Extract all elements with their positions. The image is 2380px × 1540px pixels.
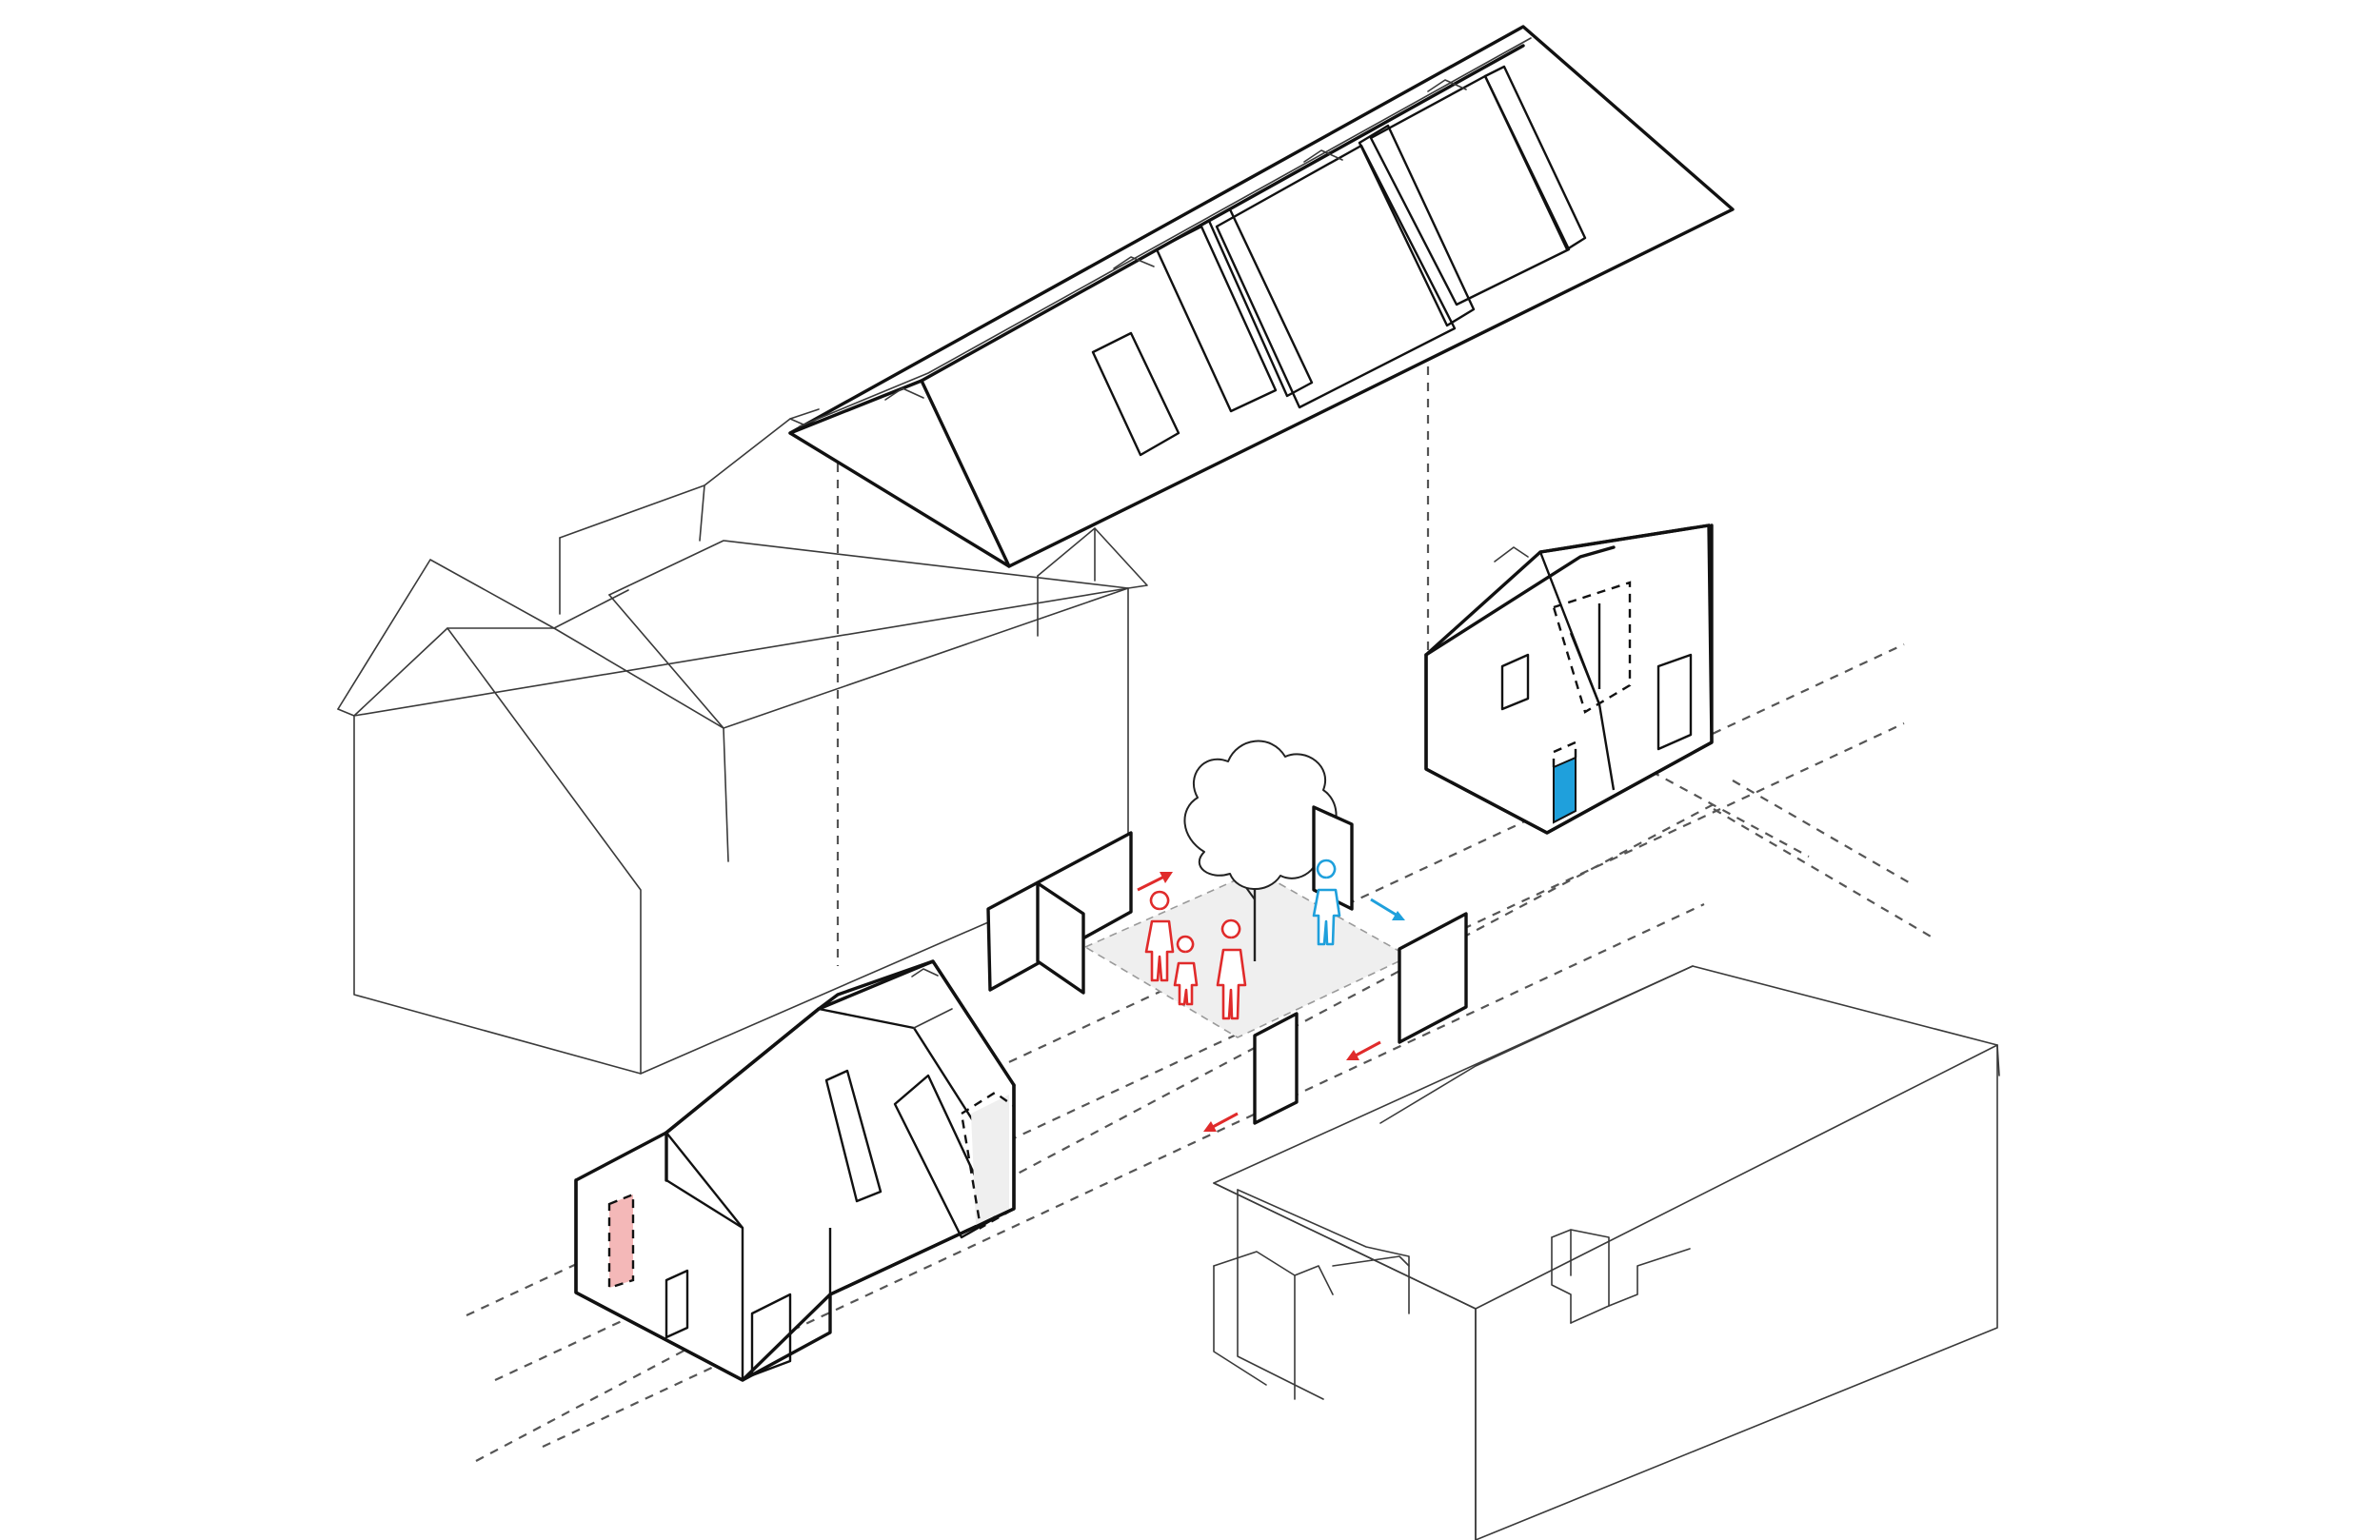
person-red-2 [1173, 935, 1199, 1006]
blue-door [1553, 756, 1577, 824]
tree [1183, 740, 1338, 961]
arrow-red-2 [1346, 1040, 1381, 1060]
person-blue [1312, 859, 1341, 946]
arrow-red-1 [1137, 872, 1173, 892]
existing-house-right [1213, 965, 2000, 1540]
pink-panel [609, 1194, 633, 1288]
arrow-red-3 [1203, 1112, 1239, 1132]
roof-module-floating [788, 25, 1735, 568]
panels [986, 805, 1468, 1125]
arrow-blue-1 [1370, 898, 1405, 920]
arrows [1137, 872, 1405, 1132]
person-red-3 [1216, 918, 1247, 1020]
courtyard [1083, 870, 1411, 1038]
module-house-left [574, 959, 1016, 1382]
people [1144, 859, 1341, 1020]
module-house-right [1424, 523, 1714, 835]
person-red-1 [1144, 890, 1175, 982]
